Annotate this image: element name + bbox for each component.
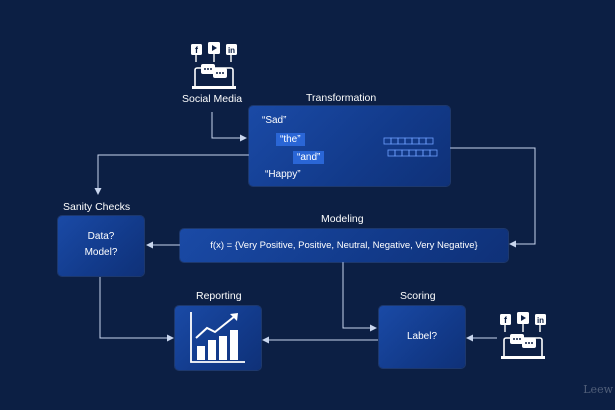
modeling-formula: f(x) = {Very Positive, Positive, Neutral…: [210, 240, 478, 251]
reporting-box: [175, 306, 261, 370]
svg-text:f: f: [195, 45, 199, 55]
svg-text:in: in: [228, 46, 235, 55]
vector-cells-icon: [383, 137, 438, 157]
sanity-data: Data?: [87, 231, 115, 242]
arrow-sanity-to-reporting: [99, 277, 174, 342]
watermark: Leew: [583, 383, 613, 396]
sanity-checks-label: Sanity Checks: [63, 201, 131, 213]
scoring-label: Scoring: [400, 290, 436, 302]
arrow-modeling-to-scoring: [342, 262, 377, 332]
word-and: “and”: [293, 151, 325, 164]
svg-text:f: f: [504, 315, 508, 325]
scoring-box: Label?: [379, 306, 465, 368]
word-sad: “Sad”: [262, 115, 287, 126]
social-media-label: Social Media: [182, 93, 243, 105]
transformation-box: “Sad” “the” “and” “Happy”: [249, 106, 450, 186]
modeling-label: Modeling: [321, 213, 364, 225]
scoring-label-question: Label?: [406, 331, 438, 342]
social-media-icon: f in: [191, 42, 237, 89]
reporting-label: Reporting: [196, 290, 242, 302]
word-happy: “Happy”: [265, 169, 301, 180]
arrow-transformation-to-modeling: [450, 147, 536, 248]
sanity-model: Model?: [84, 247, 118, 258]
social-media-icon-small: f in: [500, 312, 546, 359]
modeling-box: f(x) = {Very Positive, Positive, Neutral…: [180, 229, 508, 262]
sanity-checks-box: Data? Model?: [58, 216, 144, 276]
word-the: “the”: [276, 133, 305, 146]
svg-text:in: in: [537, 316, 544, 325]
transformation-label: Transformation: [306, 92, 377, 104]
arrow-transformation-to-sanity: [94, 154, 250, 195]
growth-chart-icon: [190, 312, 245, 363]
arrow-social-to-transformation: [211, 112, 247, 142]
